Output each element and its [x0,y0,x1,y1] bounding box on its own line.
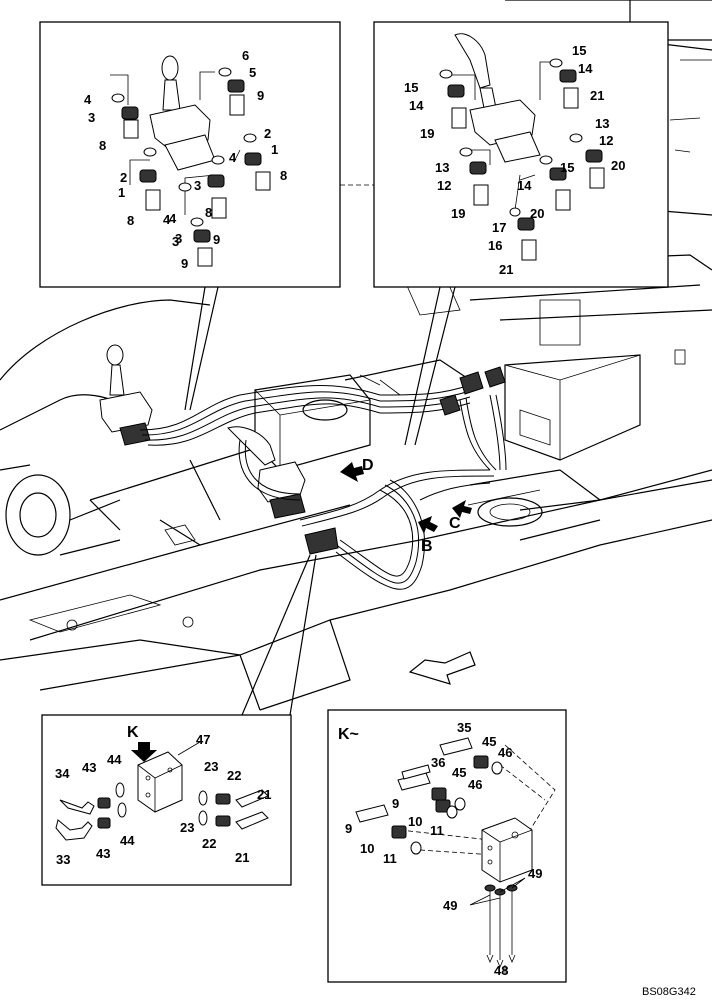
callout-tr-12: 13 [595,116,609,131]
callout-bl-12: 21 [235,850,249,865]
callout-tl-8: 9 [181,256,188,271]
callout-br-3: 36 [431,755,445,770]
callout-br-12: 49 [528,866,542,881]
callout-tl-16: 4 [229,150,237,165]
callout-tr-16: 14 [517,178,532,193]
hydraulic-hoses [139,366,507,590]
callout-br-11: 11 [383,851,397,866]
callout-tr-9: 15 [572,43,586,58]
view-label-c: C [449,515,461,532]
callout-br-1: 45 [482,734,496,749]
view-label-b: B [421,538,433,555]
callout-br-2: 46 [498,745,512,760]
detail-box-top-right: 15 14 19 13 12 19 17 16 21 15 14 21 13 1… [373,21,669,446]
callout-bl-3: 33 [56,852,70,867]
callout-tr-10: 14 [578,61,593,76]
callout-tl-17: 8 [205,205,212,220]
left-joystick [99,344,153,446]
callout-tr-14: 15 [560,160,574,175]
callout-tr-15: 20 [611,158,625,173]
callout-br-0: 35 [457,720,471,735]
callout-tr-2: 19 [420,126,434,141]
callout-tl-14: 3 [194,178,201,193]
callout-br-9: 9 [345,821,352,836]
detail-box-bottom-left: K 34 43 44 33 43 44 47 23 22 21 23 22 [41,554,317,886]
callout-tr-17: 20 [530,206,544,221]
callout-tl-6: 4 [169,211,177,226]
callout-br-8: 11 [430,823,444,838]
view-arrow-d: D [340,457,374,482]
callout-tr-0: 15 [404,80,418,95]
callout-tl-12: 2 [264,126,271,141]
callout-bl-5: 44 [120,833,135,848]
callout-br-13: 49 [443,898,457,913]
view-arrow-c: C [449,500,472,532]
right-joystick [227,426,339,555]
view-label-k-detail: K~ [338,726,359,743]
view-label-k: K [127,724,139,741]
view-label-d: D [362,457,374,474]
callout-tr-3: 13 [435,160,449,175]
callout-tl-11: 9 [257,88,264,103]
callout-tl-9: 6 [242,48,249,63]
drawing-code: BS08G342 [642,986,696,998]
detail-box-top-left: 4 3 8 2 1 8 4 3 9 6 5 9 2 1 3 8 4 8 4 3 … [39,21,380,411]
callout-tr-6: 17 [492,220,506,235]
callout-tr-4: 12 [437,178,451,193]
callout-br-7: 10 [408,814,422,829]
callout-tr-7: 16 [488,238,502,253]
callout-tl-18: 4 [163,212,171,227]
callout-tl-4: 1 [118,185,125,200]
callout-bl-1: 43 [82,760,96,775]
callout-tr-11: 21 [590,88,604,103]
callout-tl-15: 8 [280,168,287,183]
callout-bl-6: 47 [196,732,210,747]
callout-tl-13: 1 [271,142,278,157]
callout-br-6: 9 [392,796,399,811]
callout-tr-13: 12 [599,133,613,148]
callout-tl-7: 3 [175,231,182,246]
callout-bl-8: 22 [227,768,241,783]
callout-tl-10: 5 [249,65,256,80]
callout-tl-2: 8 [99,138,106,153]
callout-tl-1: 3 [88,110,95,125]
callout-br-14: 48 [494,963,508,978]
callout-tl-20: 9 [213,232,220,247]
callout-tl-5: 8 [127,213,134,228]
callout-tl-19: 3 [172,234,179,249]
callout-bl-7: 23 [204,759,218,774]
callout-bl-2: 44 [107,752,122,767]
callout-tr-8: 21 [499,262,513,277]
detail-box-bottom-right: K~ 35 45 46 36 [327,709,567,983]
callout-br-5: 46 [468,777,482,792]
callout-bl-10: 23 [180,820,194,835]
callout-bl-9: 21 [257,787,271,802]
callout-bl-0: 34 [55,766,70,781]
callout-tr-1: 14 [409,98,424,113]
callout-tl-3: 2 [120,170,127,185]
view-arrow-b: B [418,516,438,555]
callout-tr-5: 19 [451,206,465,221]
callout-bl-4: 43 [96,846,110,861]
callout-tl-0: 4 [84,92,92,107]
callout-br-4: 45 [452,765,466,780]
callout-bl-11: 22 [202,836,216,851]
callout-br-10: 10 [360,841,374,856]
